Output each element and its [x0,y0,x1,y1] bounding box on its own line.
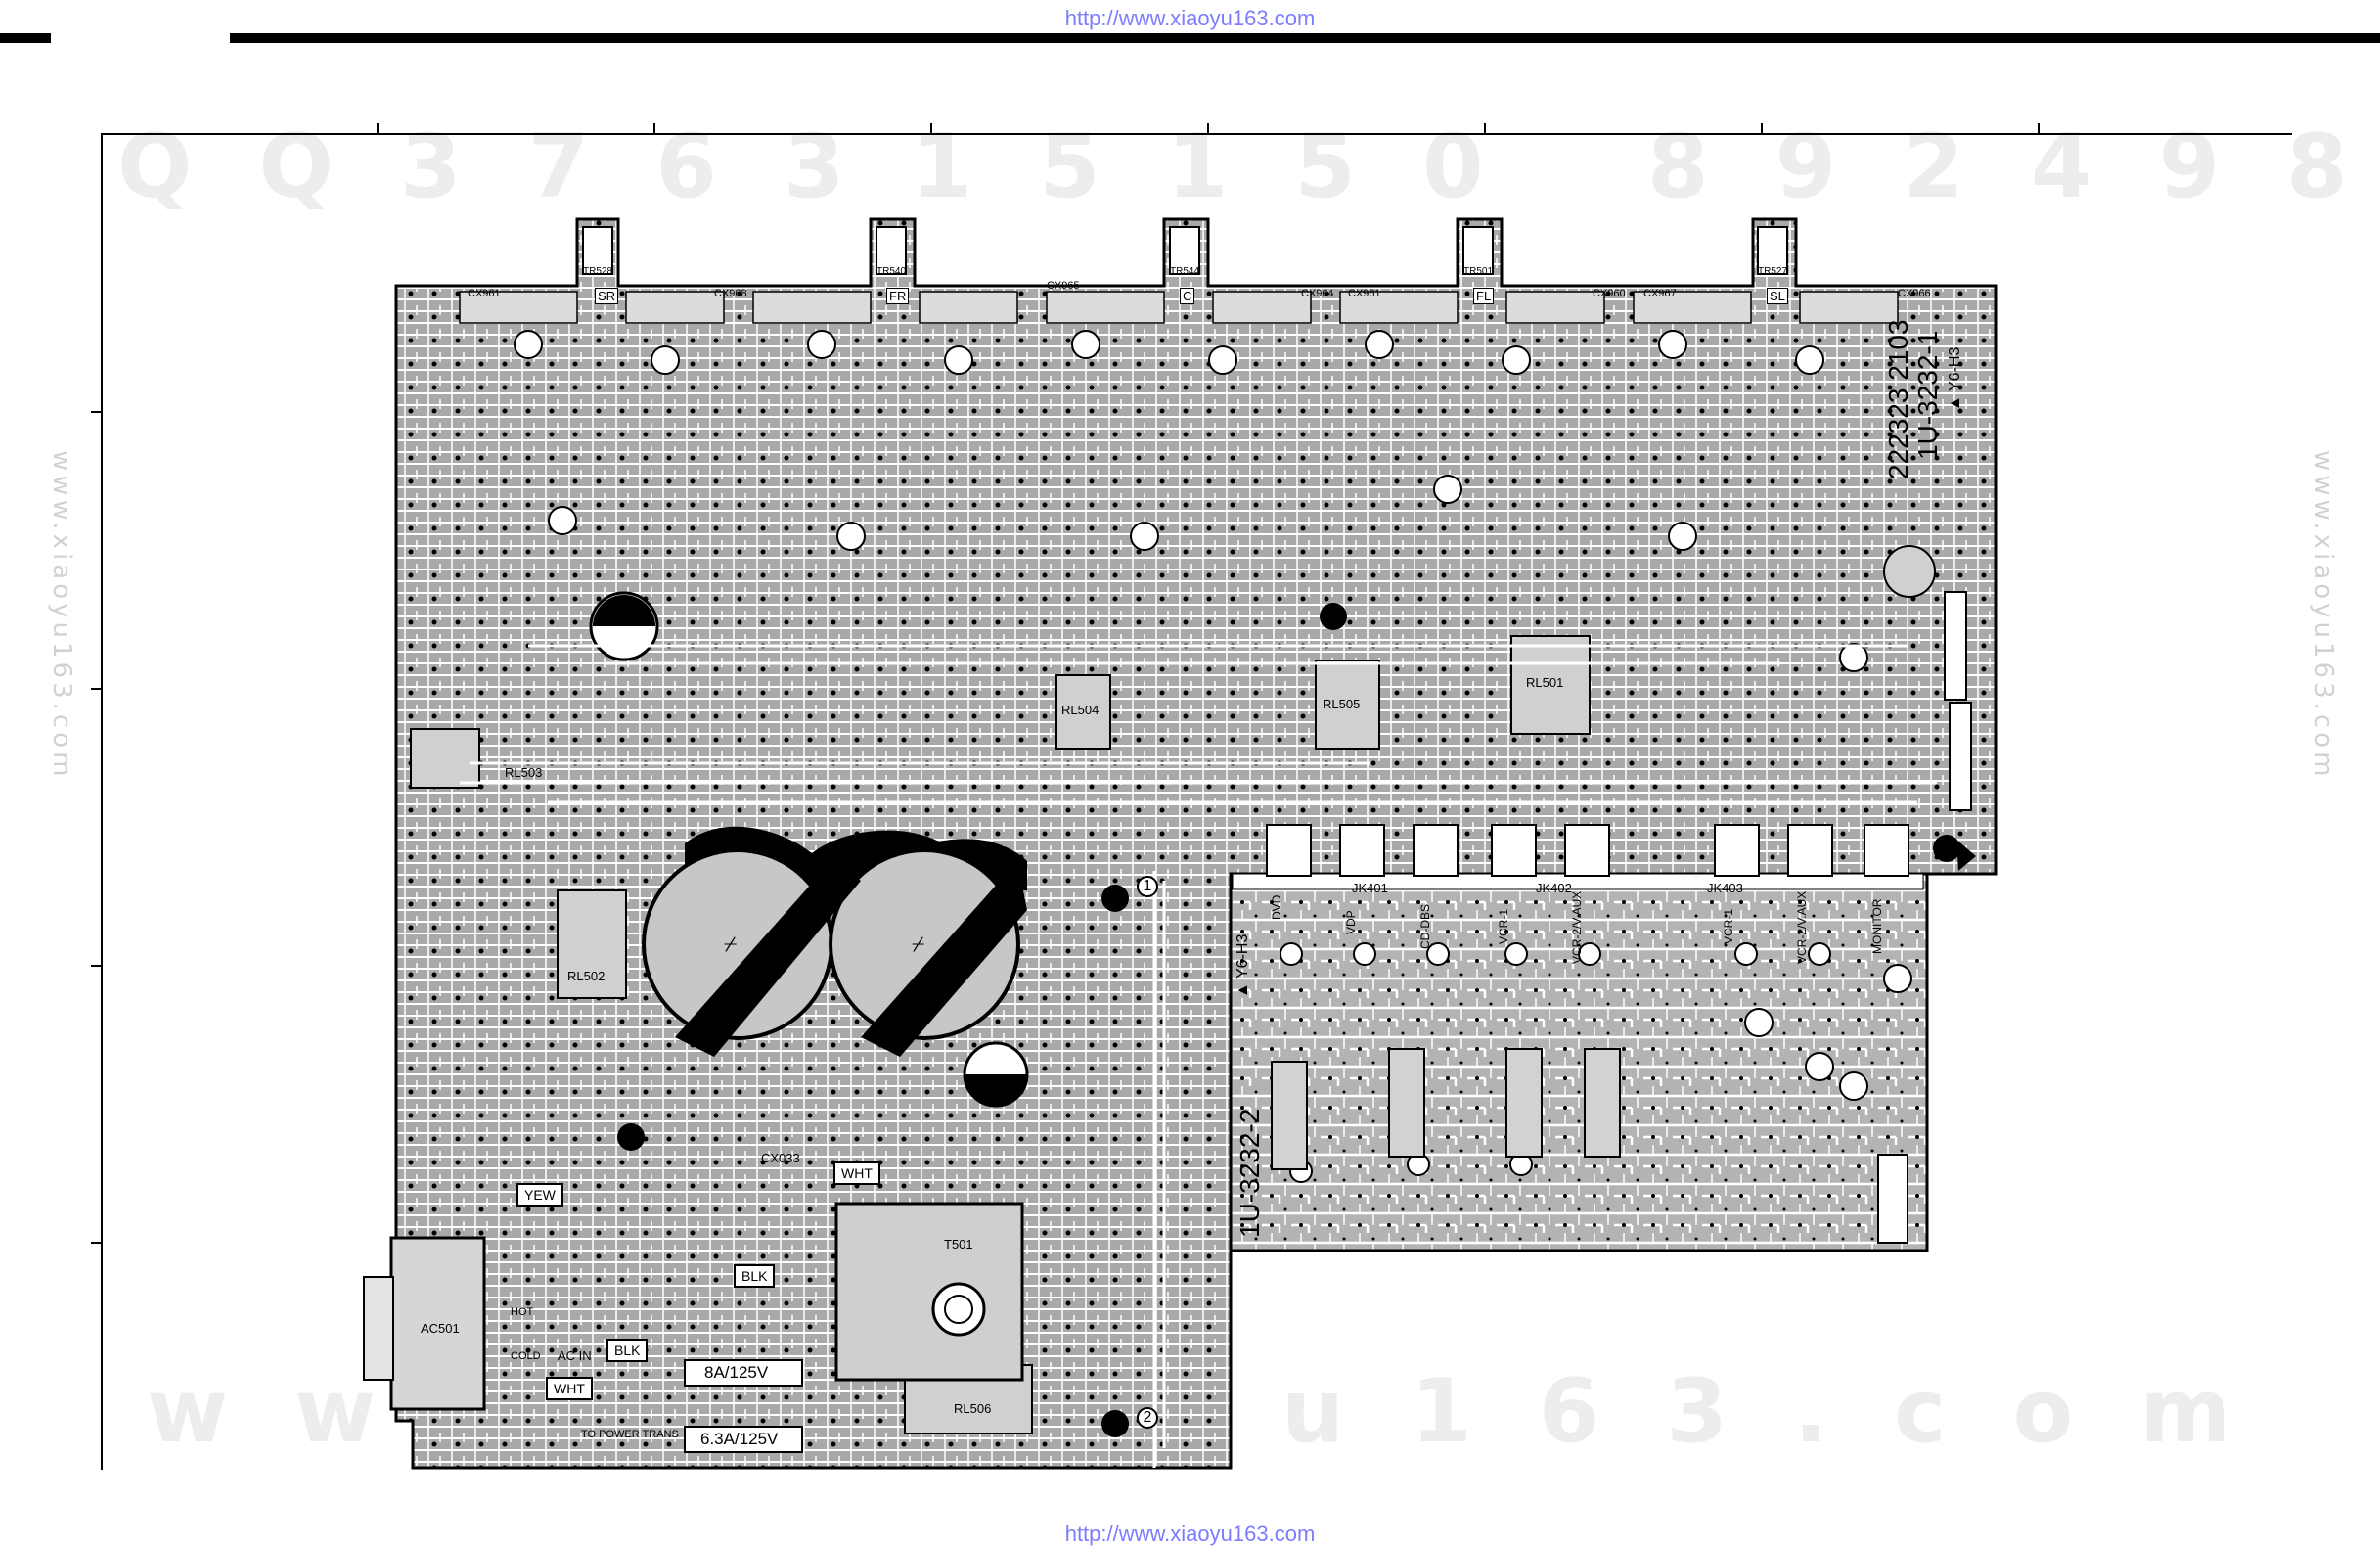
cx-tag-7: CX967 [1643,288,1677,299]
input-label-vcr2: VCR-2/V.AUX [1570,890,1584,964]
cx-main-label: CX033 [761,1151,800,1165]
tick-top-6 [1761,123,1763,135]
cx-tag-8: CX966 [1898,288,1931,299]
tick-top-3 [930,123,932,135]
mount-hole-3 [617,1123,645,1151]
relay-label-rl501: RL501 [1526,675,1564,690]
footer-url[interactable]: http://www.xiaoyu163.com [1064,1522,1316,1546]
ac-inlet-label: AC501 [421,1321,460,1336]
mount-hole-4 [1101,1410,1129,1437]
tick-top-7 [2038,123,2040,135]
circled-number-1: 1 [1137,876,1158,897]
relay-label-rl506: RL506 [954,1401,992,1416]
channel-tag-sl: SL [1767,288,1788,304]
ac-in-label: AC IN [558,1348,592,1363]
input-label-vcr1: VCR-1 [1497,908,1510,944]
tick-top-1 [377,123,379,135]
amp-blocks [459,291,1899,324]
header-url[interactable]: http://www.xiaoyu163.com [1064,6,1316,30]
top-bar-left [0,33,51,43]
cold-label: COLD [511,1350,541,1362]
transistor-tag-4: TR501 [1463,266,1494,277]
ac-inlet [389,1236,486,1411]
jack-label-jk403: JK403 [1707,881,1743,895]
transistor-tag-2: TR540 [876,266,907,277]
mount-hole-5 [1933,835,1960,862]
wire-wht-badge-2: WHT [546,1377,593,1400]
channel-tag-c: C [1180,288,1195,304]
input-label-dvd: DVD [1270,894,1283,920]
fuse-f1-box [684,1426,803,1453]
transistor-tag-1: TR528 [583,266,613,277]
relay-label-rl505: RL505 [1323,697,1361,711]
output-label-vcr1: VCR-1 [1722,908,1735,944]
watermark-qq: QQ376315150 892498299 [117,115,2380,218]
sub-board [1229,824,1929,1252]
fuse-f8-box [684,1359,803,1387]
tick-left-1 [91,411,103,413]
tick-left-4 [91,1242,103,1244]
input-label-vdp: VDP [1344,910,1358,934]
input-label-cd-dbs: CD-DBS [1418,903,1432,949]
jack-label-jk401: JK401 [1352,881,1388,895]
channel-tag-fl: FL [1473,288,1495,304]
channel-tag-sr: SR [595,288,619,304]
filter-capacitor-right [829,848,1020,1040]
circled-number-2: 2 [1137,1407,1158,1429]
cx-tag-4: CX964 [1301,288,1334,299]
cx-tag-6: CX960 [1593,288,1626,299]
transformer-t501 [834,1202,1024,1382]
fuse-f8-label: 8A/125V [704,1363,769,1382]
output-label-monitor: MONITOR [1870,898,1884,954]
mount-hole-2 [1101,885,1129,912]
cx-tag-1: CX961 [468,288,501,299]
board-id-main: 1U-3232-1 [1912,330,1943,460]
svg-text:⌿: ⌿ [912,932,924,956]
cx-tag-5: CX961 [1348,288,1381,299]
output-label-vcr2: VCR-2/V.AUX [1795,890,1809,964]
wire-yel-badge: YEW [516,1183,563,1207]
main-board: ⌿ ⌿ [363,217,1998,1470]
fuse-f1-label: 6.3A/125V [700,1430,779,1448]
cx-tag-2: CX968 [714,288,747,299]
relay-label-rl503: RL503 [505,765,543,780]
tick-left-3 [91,965,103,967]
tick-top-2 [653,123,655,135]
side-watermark-right: www.xiaoyu163.com [2309,450,2338,781]
to-power-label: TO POWER TRANS [581,1429,679,1440]
relay-label-rl502: RL502 [567,969,606,983]
tick-left-2 [91,688,103,690]
channel-tag-fr: FR [886,288,910,304]
frame-left-line [101,133,103,1470]
side-watermark-left: www.xiaoyu163.com [47,450,76,781]
cx-tag-3: CX965 [1047,280,1080,292]
transistor-row [514,330,1868,672]
tick-top-5 [1484,123,1486,135]
board-id-sub: 1U-3232-2 [1235,1108,1265,1238]
mount-hole-1 [1320,603,1347,630]
svg-text:⌿: ⌿ [724,932,737,956]
transistor-tag-3: TR544 [1170,266,1200,277]
sub-board-direction-mark: ▲ Y6-H3 [1235,933,1251,998]
transformer-label: T501 [944,1237,973,1252]
wire-blk-badge-1: BLK [734,1264,776,1288]
board-id-code: 222323 2103 [1883,319,1913,479]
transistor-tag-5: TR527 [1758,266,1788,277]
board-direction-mark: ▲ Y6-H3 [1947,346,1963,411]
tick-top-4 [1207,123,1209,135]
relay-label-rl504: RL504 [1061,703,1100,717]
hot-label: HOT [511,1306,534,1318]
wire-wht-badge-1: WHT [833,1161,880,1185]
wire-blk-badge-2: BLK [606,1339,649,1362]
jack-label-jk402: JK402 [1536,881,1572,895]
frame-top-line [101,133,2292,135]
top-bar-right [230,33,2380,43]
